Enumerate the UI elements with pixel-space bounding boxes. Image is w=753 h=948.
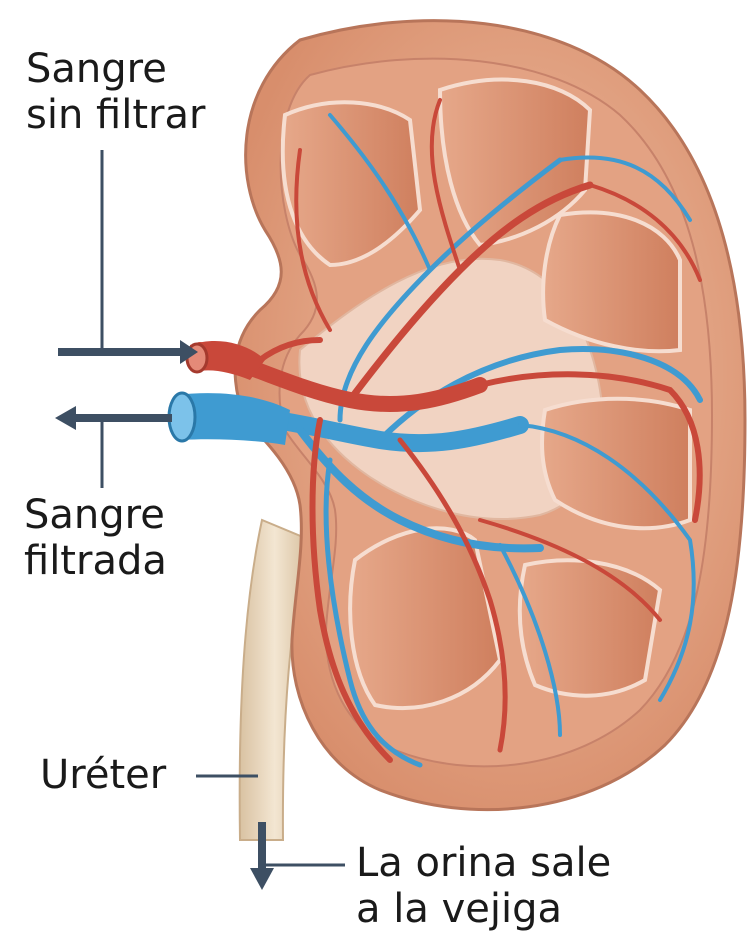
label-line: Sangre xyxy=(26,46,205,92)
pyramid xyxy=(350,528,500,708)
label-urine-out: La orina sale a la vejiga xyxy=(356,840,611,932)
pyramid xyxy=(520,560,660,695)
label-line: a la vejiga xyxy=(356,886,611,932)
label-unfiltered-blood: Sangre sin filtrar xyxy=(26,46,205,138)
unfiltered-blood-arrow xyxy=(58,150,198,364)
filtered-blood-arrow xyxy=(55,406,172,488)
label-line: Sangre xyxy=(24,492,167,538)
label-line: sin filtrar xyxy=(26,92,205,138)
label-line: filtrada xyxy=(24,538,167,584)
urine-arrow xyxy=(250,822,345,890)
label-line: Uréter xyxy=(40,752,166,798)
label-ureter: Uréter xyxy=(40,752,166,798)
label-line: La orina sale xyxy=(356,840,611,886)
pyramid xyxy=(543,212,680,351)
label-filtered-blood: Sangre filtrada xyxy=(24,492,167,584)
